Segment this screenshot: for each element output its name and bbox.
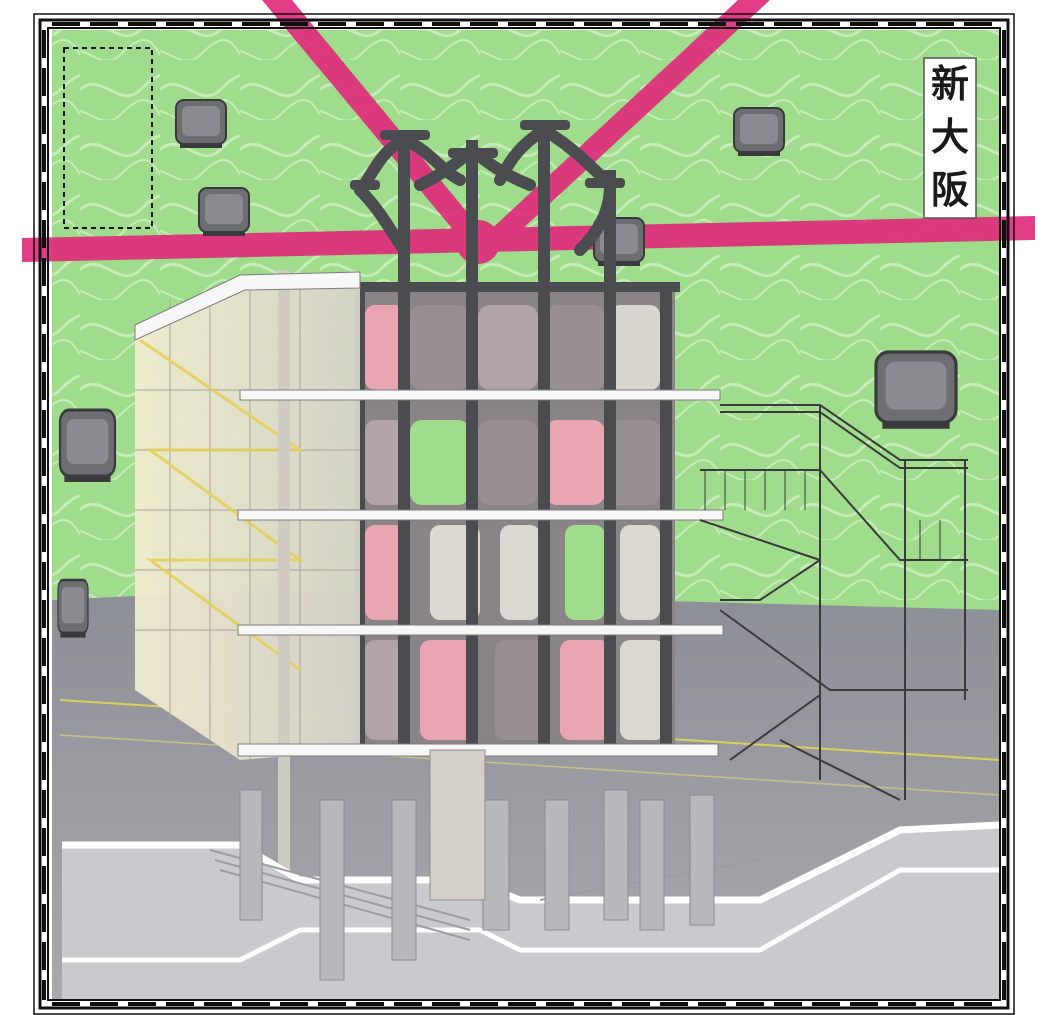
title-seal-icon: 新 大 阪 <box>923 57 977 219</box>
floating-capsule-icon <box>175 99 227 149</box>
road-line-2 <box>59 734 1001 796</box>
floor-slabs <box>134 271 724 757</box>
stair-railing <box>704 470 941 560</box>
title-char-1: 新 <box>931 61 969 106</box>
title-char-3: 阪 <box>931 167 969 212</box>
frame-dash-pattern <box>42 22 1006 1006</box>
floating-capsule-icon <box>874 350 958 431</box>
underground-section <box>62 749 1001 1000</box>
external-stairs <box>699 404 968 801</box>
floating-capsule-icon <box>56 578 90 639</box>
dashed-placeholder-box <box>63 47 153 229</box>
title-char-2: 大 <box>931 114 969 159</box>
floating-capsule-icon <box>198 187 250 237</box>
floating-capsule-icon <box>58 408 117 484</box>
decorative-frame <box>33 13 1015 1015</box>
floating-capsule-icon <box>733 107 785 157</box>
